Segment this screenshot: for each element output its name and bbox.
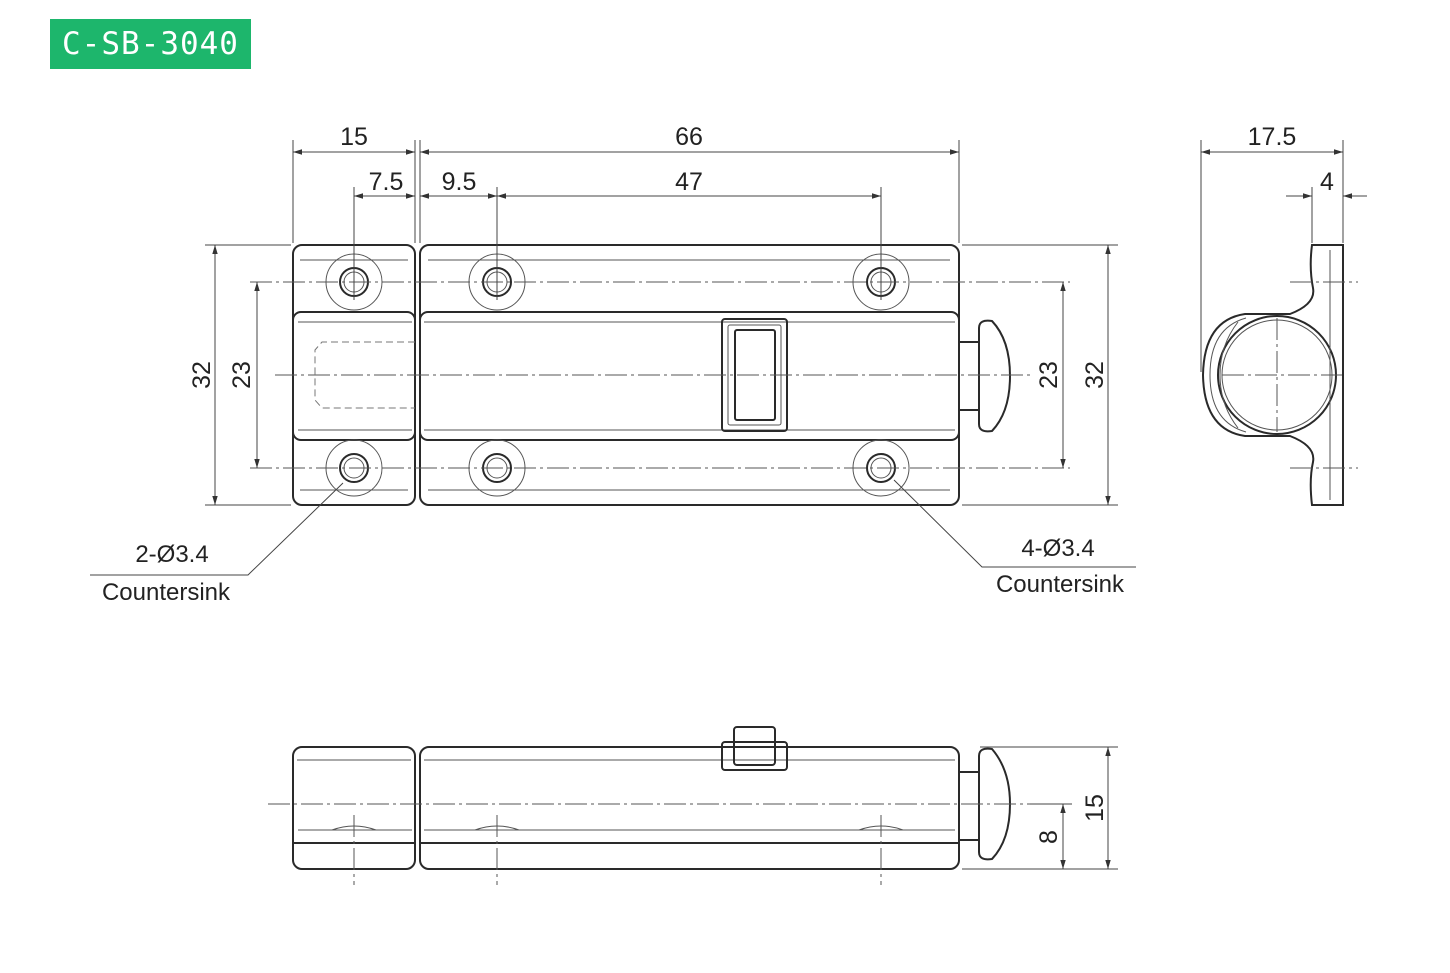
dim-base-hole-offset: 7.5: [369, 168, 404, 196]
bottom-bolt-stem: [958, 771, 980, 841]
dim-left-inner-height: 23: [228, 361, 256, 389]
dim-base-width: 15: [340, 123, 368, 151]
part-number-badge: C-SB-3040: [50, 19, 251, 69]
dim-hole-spacing: 47: [675, 168, 703, 196]
front-view: 15 66 7.5 9.5 47 32 23 23 32 2-Ø3.4 Coun…: [90, 123, 1136, 606]
note-left-holes: 2-Ø3.4: [135, 541, 208, 568]
side-profile: [1201, 244, 1344, 506]
bolt-knob: [978, 319, 1012, 433]
hidden-bolt-end: [314, 341, 415, 409]
note-right-holes-type: Countersink: [996, 571, 1125, 598]
bottom-handle-base: [721, 741, 788, 771]
bottom-body: [419, 746, 960, 870]
dim-bottom-offset: 8: [1035, 830, 1063, 844]
dim-side-depth: 17.5: [1248, 123, 1297, 151]
dim-right-outer-height: 32: [1081, 361, 1109, 389]
bottom-handle-top: [733, 726, 776, 766]
leader-right-holes: [893, 479, 1136, 568]
left-bolt-housing: [292, 311, 416, 441]
dim-bottom-height: 15: [1081, 794, 1109, 822]
note-left-holes-type: Countersink: [102, 579, 231, 606]
leader-left-holes: [90, 482, 344, 576]
dim-body-hole-offset: 9.5: [442, 168, 477, 196]
note-right-holes: 4-Ø3.4: [1021, 535, 1094, 562]
bottom-view: 15 8: [268, 726, 1118, 885]
bolt-channel: [419, 311, 960, 441]
dim-bolt-length: 66: [675, 123, 703, 151]
dim-right-inner-height: 23: [1035, 361, 1063, 389]
dim-left-outer-height: 32: [188, 361, 216, 389]
dim-side-flange: 4: [1320, 168, 1334, 196]
side-view: 17.5 4: [1200, 123, 1367, 506]
bolt-stem: [958, 341, 980, 411]
